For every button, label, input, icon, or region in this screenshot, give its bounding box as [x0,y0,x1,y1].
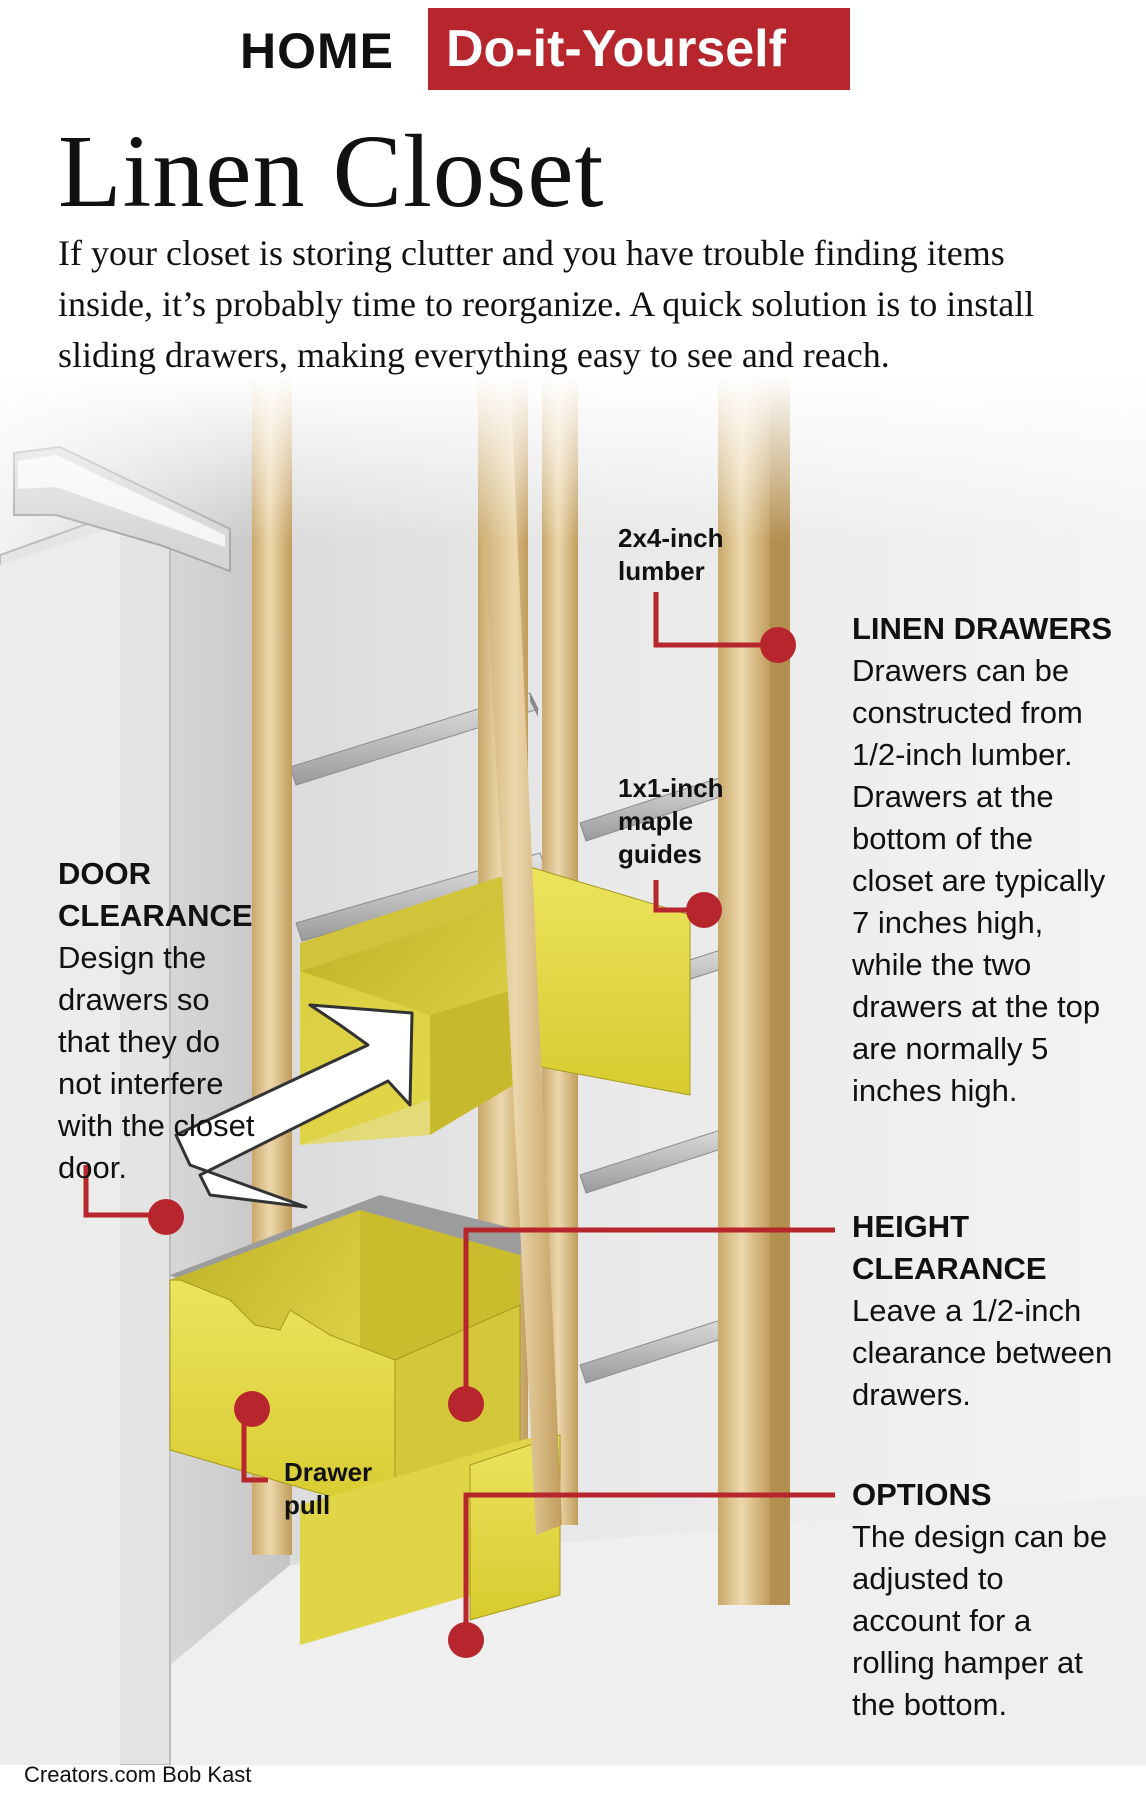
lumber-marker [760,627,796,663]
options-heading: OPTIONS [852,1477,992,1512]
height-clearance-heading: HEIGHT CLEARANCE [852,1209,1047,1286]
callout-options: OPTIONS The design can be adjusted to ac… [852,1474,1114,1726]
header-home: HOME [240,23,394,79]
options-body: The design can be adjusted to account fo… [852,1519,1108,1722]
door-clearance-marker [148,1199,184,1235]
intro-paragraph: If your closet is storing clutter and yo… [58,233,1035,375]
callout-linen-drawers: LINEN DRAWERS Drawers can be constructed… [852,608,1114,1112]
callout-height-clearance: HEIGHT CLEARANCE Leave a 1/2-inch cleara… [852,1206,1114,1416]
header-section-banner: Do-it-Yourself [428,8,850,90]
height-clearance-marker [448,1386,484,1422]
label-lumber: 2x4-inch lumber [618,523,724,586]
linen-drawers-heading: LINEN DRAWERS [852,611,1113,646]
door-clearance-heading: DOOR CLEARANCE [58,856,253,933]
label-drawer-pull: Drawer pull [284,1457,373,1520]
guides-marker [686,892,722,928]
height-clearance-body: Leave a 1/2-inch clearance between drawe… [852,1293,1113,1412]
callout-door-clearance: DOOR CLEARANCE Design the drawers so tha… [58,853,268,1189]
drawer-pull-marker [234,1391,270,1427]
credit-line: Creators.com Bob Kast [24,1762,252,1787]
label-maple-guides: 1x1-inch maple guides [618,773,724,869]
door-clearance-body: Design the drawers so that they do not i… [58,940,255,1185]
page-title: Linen Closet [58,114,605,229]
options-marker [448,1622,484,1658]
closet-illustration [0,375,1146,1765]
linen-drawers-body: Drawers can be constructed from 1/2-inch… [852,653,1106,1108]
